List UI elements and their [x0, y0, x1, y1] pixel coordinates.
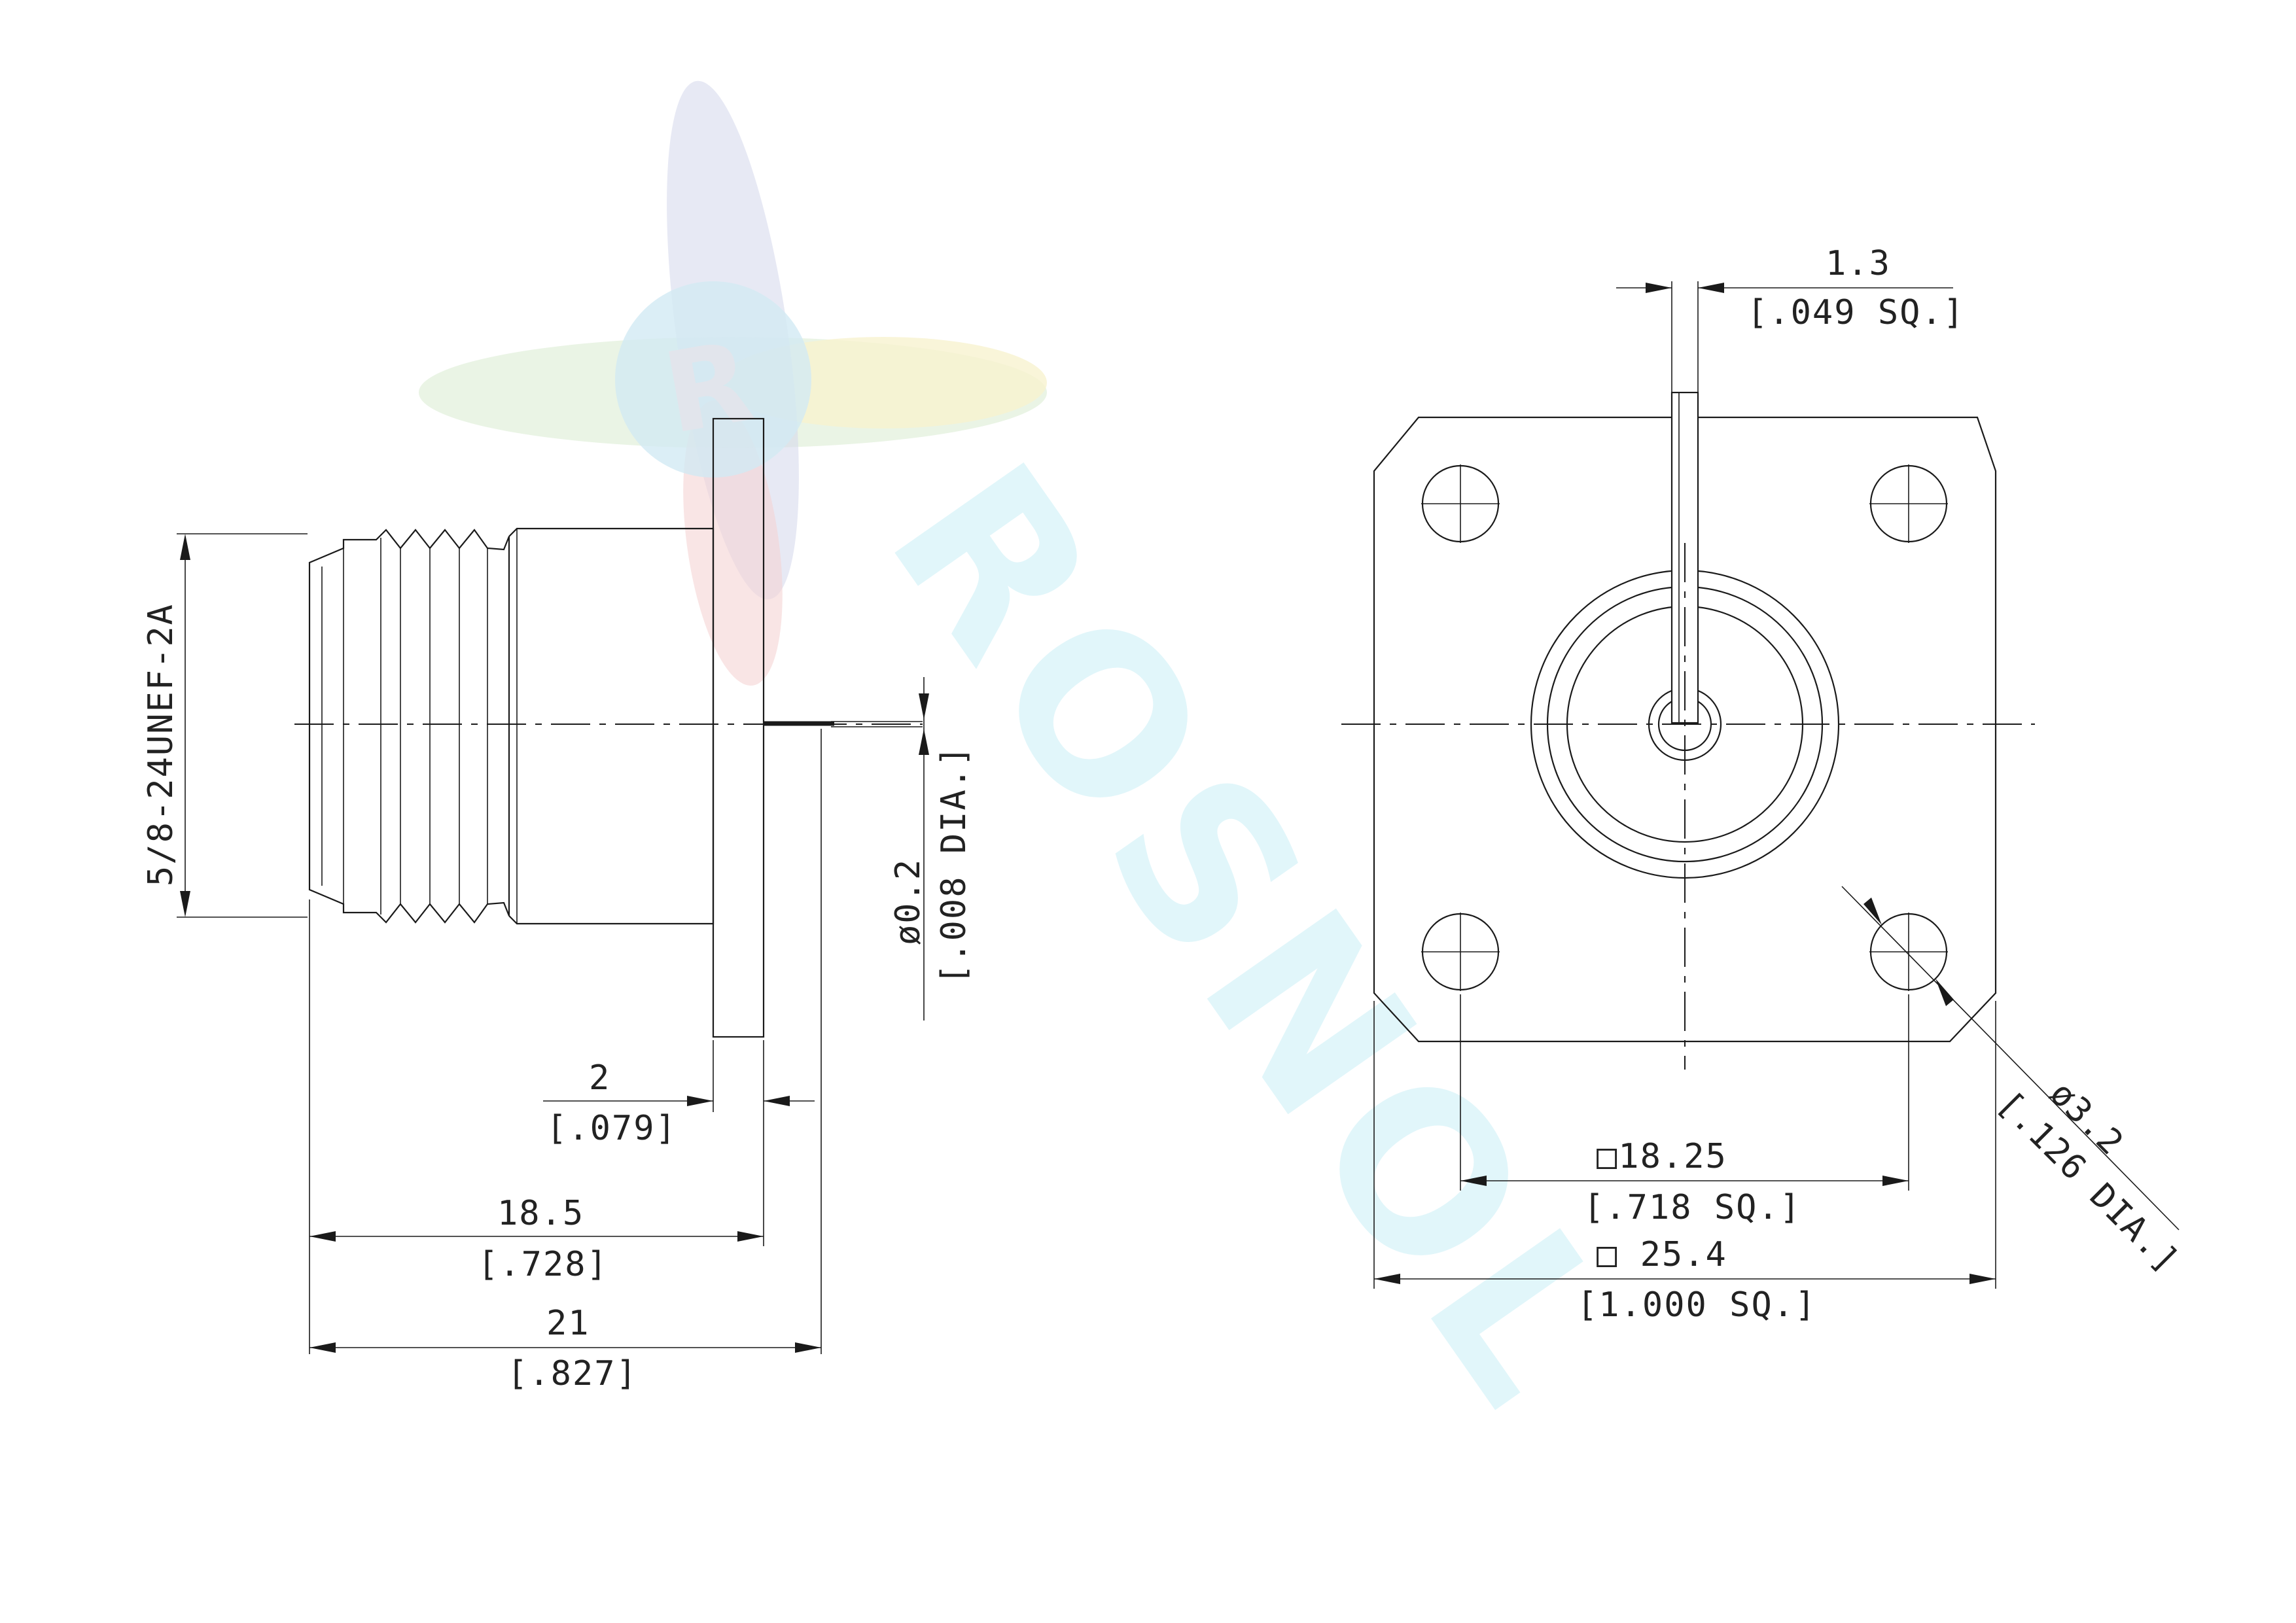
hole-spacing-inch: [.718 SQ.] [1583, 1188, 1801, 1227]
body-length-inch: [.728] [478, 1245, 609, 1284]
hole-spacing: □18.25 [1597, 1137, 1727, 1176]
overall-length: 21 [546, 1304, 590, 1343]
mounting-hole-br [1869, 913, 1948, 991]
flange-thickness-inch: [.079] [546, 1109, 677, 1148]
flange-size-inch: [1.000 SQ.] [1577, 1285, 1816, 1325]
mounting-hole-tr [1869, 464, 1948, 543]
mounting-hole-bl [1421, 913, 1500, 991]
flange-size: □ 25.4 [1597, 1235, 1727, 1274]
body-length: 18.5 [497, 1194, 584, 1233]
rear-body [508, 527, 715, 925]
watermark-logo: R [419, 80, 1047, 686]
flange-side [712, 417, 765, 1038]
mounting-hole-tl [1421, 464, 1500, 543]
flange-front [1373, 416, 1997, 1043]
pin-diameter: ø0.2 [889, 858, 928, 945]
tab-width-inch: [.049 SQ.] [1747, 293, 1965, 332]
overall-length-inch: [.827] [507, 1354, 638, 1393]
pin-diameter-inch: [.008 DIA.] [934, 745, 974, 985]
thread-body-outline [308, 529, 510, 924]
tab-width: 1.3 [1826, 244, 1891, 283]
side-view: 5/8-24UNEF-2A ø0.2 [.008 DIA.] 2 [.079] … [141, 417, 974, 1393]
flange-thickness: 2 [589, 1058, 610, 1098]
thread-label: 5/8-24UNEF-2A [141, 603, 181, 886]
